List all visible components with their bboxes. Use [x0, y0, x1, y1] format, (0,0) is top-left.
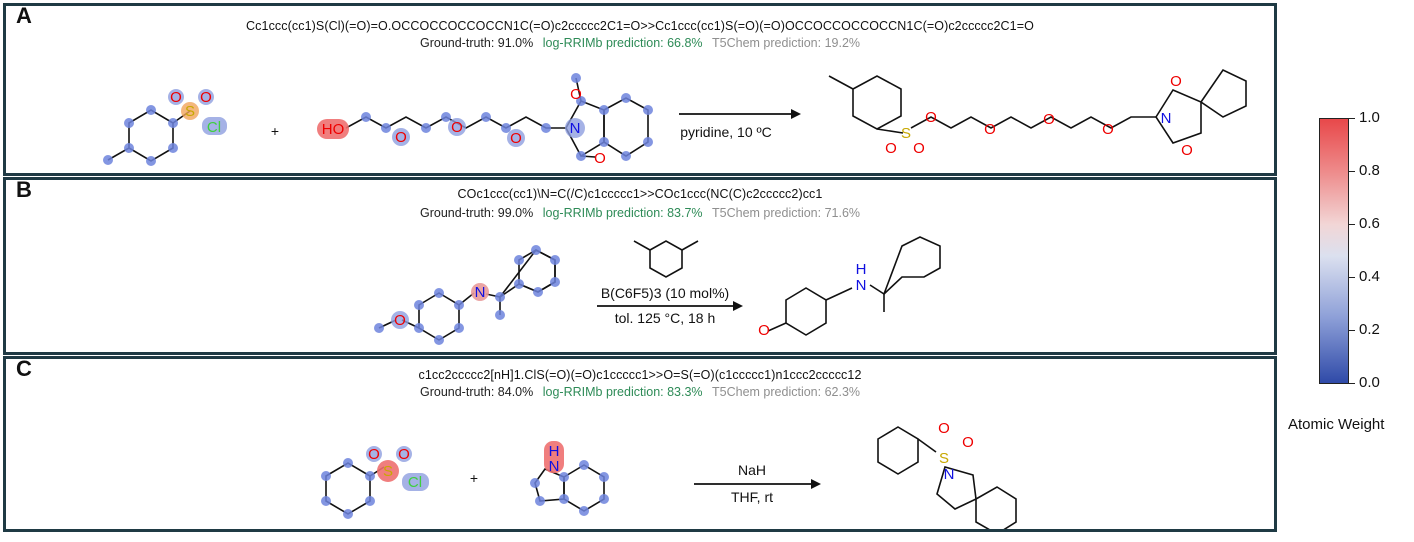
rrim-prediction: log-RRIMb prediction: 83.7% — [542, 206, 703, 220]
atom-h: H — [856, 261, 867, 278]
yield-stats: Ground-truth: 91.0% log-RRIMb prediction… — [6, 36, 1274, 50]
atom-o: O — [451, 119, 463, 136]
atom-o: O — [1102, 121, 1114, 138]
plus-sign: + — [271, 123, 279, 139]
rrim-prediction: log-RRIMb prediction: 66.8% — [542, 36, 703, 50]
panel-label: B — [16, 177, 32, 202]
colorbar-tick: 0.6 — [1349, 215, 1380, 232]
atom-n: N — [475, 284, 486, 301]
panel-c: C c1cc2ccccc2[nH]1.ClS(=O)(=O)c1ccccc1>>… — [3, 356, 1277, 532]
reaction-scheme-a: S O O Cl HO O O O N O O + S O O O O O O … — [103, 68, 1247, 167]
colorbar-tick: 0.0 — [1349, 374, 1380, 391]
colorbar-tick: 0.2 — [1349, 321, 1380, 338]
atom-n: N — [570, 120, 581, 137]
yield-stats: Ground-truth: 84.0% log-RRIMb prediction… — [6, 385, 1274, 399]
atom-o: O — [510, 130, 522, 147]
panel-a: A Cc1ccc(cc1)S(Cl)(=O)=O.OCCOCCOCCOCCN1C… — [3, 3, 1277, 176]
benzene-ring — [128, 109, 174, 162]
panel-b: B COc1ccc(cc1)\N=C(/C)c1ccccc1>>COc1ccc(… — [3, 177, 1277, 355]
atom-cl: Cl — [207, 119, 221, 136]
atom-o: O — [570, 86, 582, 103]
t5chem-prediction: T5Chem prediction: 71.6% — [712, 206, 861, 220]
atom-o: O — [925, 109, 937, 126]
atom-o: O — [962, 434, 974, 451]
atom-s: S — [901, 125, 911, 142]
atom-o: O — [913, 140, 925, 157]
atom-s: S — [185, 103, 195, 120]
base-condition: NaH — [738, 462, 766, 478]
reaction-smiles: c1cc2ccccc2[nH]1.ClS(=O)(=O)c1ccccc1>>O=… — [418, 368, 862, 382]
ground-truth: Ground-truth: 99.0% — [419, 206, 534, 220]
colorbar-tick: 0.8 — [1349, 162, 1380, 179]
atom-o: O — [938, 420, 950, 437]
atom-cl: Cl — [408, 474, 422, 491]
reaction-smiles: Cc1ccc(cc1)S(Cl)(=O)=O.OCCOCCOCCOCCN1C(=… — [246, 19, 1034, 33]
atom-n: N — [1161, 110, 1172, 127]
catalyst-condition: B(C6F5)3 (10 mol%) — [601, 285, 729, 301]
atom-o: O — [885, 140, 897, 157]
colorbar — [1319, 118, 1349, 384]
reaction-condition: tol. 125 °C, 18 h — [615, 310, 716, 326]
atom-ho: HO — [322, 121, 345, 138]
atom-n: N — [549, 458, 560, 475]
reaction-smiles: COc1ccc(cc1)\N=C(/C)c1ccccc1>>COc1ccc(NC… — [457, 187, 823, 201]
panel-label: C — [16, 356, 32, 381]
t5chem-prediction: T5Chem prediction: 19.2% — [712, 36, 861, 50]
atom-o: O — [200, 89, 212, 106]
atom-o: O — [395, 129, 407, 146]
rrim-prediction: log-RRIMb prediction: 83.3% — [542, 385, 703, 399]
atom-o: O — [594, 150, 606, 167]
yield-stats: Ground-truth: 99.0% log-RRIMb prediction… — [6, 206, 1274, 220]
plus-sign: + — [470, 470, 478, 486]
t5chem-prediction: T5Chem prediction: 62.3% — [712, 385, 861, 399]
atom-o: O — [368, 446, 380, 463]
atom-o: O — [758, 322, 770, 339]
atom-s: S — [383, 463, 393, 480]
atom-o: O — [1170, 73, 1182, 90]
atom-o: O — [394, 312, 406, 329]
atom-s: S — [939, 450, 949, 467]
atom-o: O — [1043, 111, 1055, 128]
reaction-scheme-b: O N O H N B(C6F5)3 (10 mol%) tol. 125 °C… — [374, 236, 941, 345]
ground-truth: Ground-truth: 84.0% — [419, 385, 534, 399]
atom-o: O — [1181, 142, 1193, 159]
reaction-condition: THF, rt — [731, 489, 773, 505]
ground-truth: Ground-truth: 91.0% — [419, 36, 534, 50]
atom-o: O — [170, 89, 182, 106]
atom-o: O — [398, 446, 410, 463]
colorbar-tick: 1.0 — [1349, 109, 1380, 126]
atom-h: H — [549, 443, 560, 460]
atom-n: N — [856, 277, 867, 294]
colorbar-gradient — [1319, 118, 1349, 384]
atom-n: N — [944, 466, 955, 483]
colorbar-tick: 0.4 — [1349, 268, 1380, 285]
reaction-condition: pyridine, 10 ºC — [680, 124, 772, 140]
atom-o: O — [984, 121, 996, 138]
reaction-scheme-c: S O O Cl H N + O S O N NaH THF, rt — [321, 420, 1017, 529]
colorbar-label: Atomic Weight — [1288, 416, 1385, 433]
panel-label: A — [16, 3, 32, 28]
